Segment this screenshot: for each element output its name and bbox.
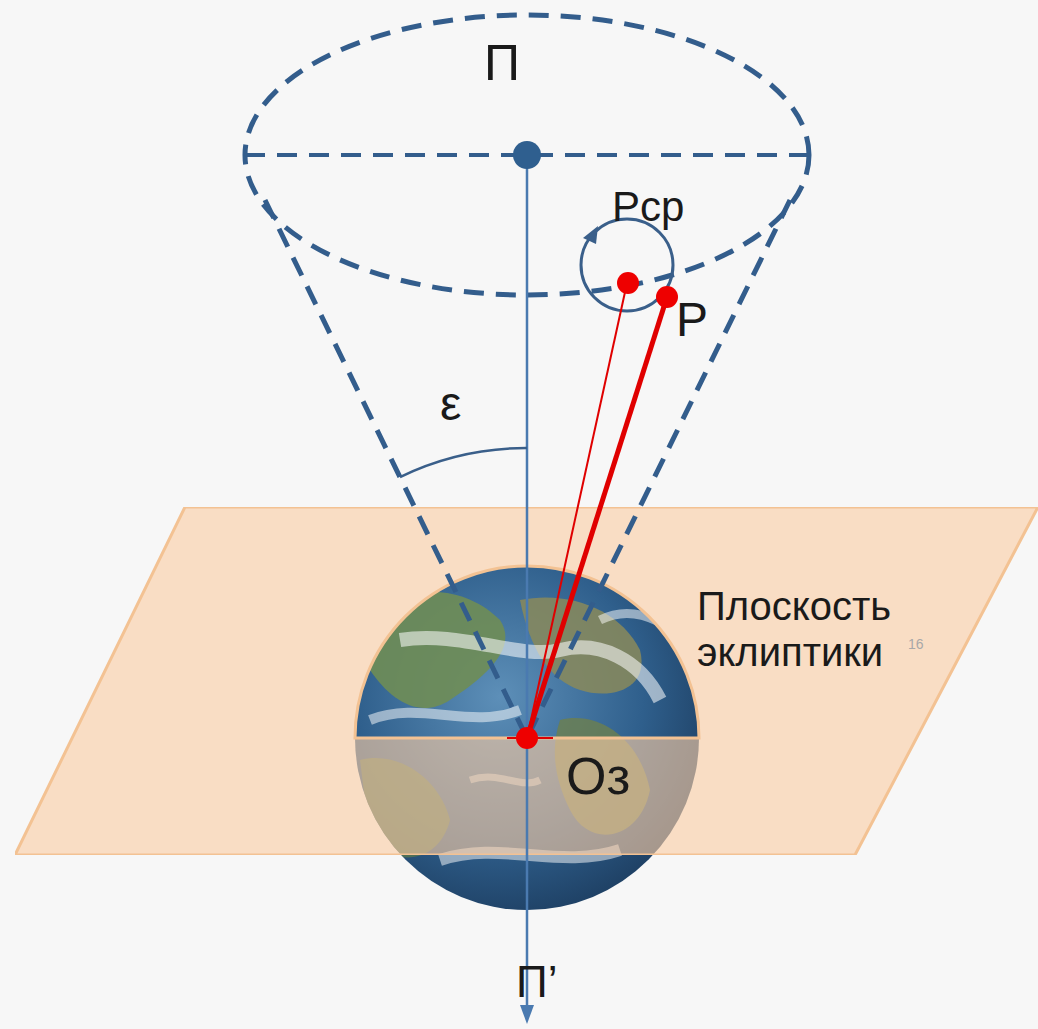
pole-label: Р [676, 294, 708, 347]
pole-label: П’ [516, 958, 557, 1006]
mean-pole-label: Рср [612, 184, 684, 230]
slide-number: 16 [908, 637, 924, 652]
plane-label: Плоскость эклиптики [697, 583, 997, 675]
earth-center-label: Оз [566, 748, 630, 805]
angle-label: ε [440, 378, 461, 431]
pole-label: П [484, 36, 520, 91]
